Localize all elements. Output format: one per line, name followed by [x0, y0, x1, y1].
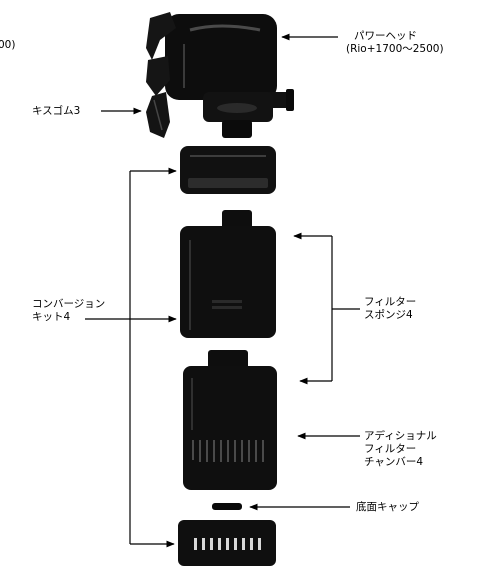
bottom-cap-label: 底面キャップ — [356, 501, 419, 513]
conversion-cap-icon — [180, 146, 276, 194]
base-intake-icon — [178, 520, 276, 566]
filter-sponge-label: フィルター スポンジ4 — [364, 296, 416, 322]
power-head-icon — [146, 12, 294, 138]
suction-cup-label: キスゴム3 — [32, 105, 81, 117]
additional-chamber-label-line2: フィルター — [364, 443, 417, 455]
bottom-cap-icon — [212, 503, 242, 510]
suction-cup-icon — [146, 92, 170, 138]
conversion-kit-bracket — [85, 167, 177, 548]
filter-sponge-label-line2: スポンジ4 — [364, 309, 413, 321]
filter-sponge-bracket — [293, 232, 360, 385]
additional-chamber-label: アディショナル フィルター チャンバー4 — [364, 430, 437, 469]
filter-sponge-icon — [180, 210, 276, 338]
power-head-label: パワーヘッド (Rio+1700〜2500) — [346, 30, 444, 56]
filter-sponge-label-line1: フィルター — [364, 296, 417, 308]
conversion-kit-label-line1: コンバージョン — [32, 298, 106, 310]
conversion-kit-label: コンバージョン キット4 — [32, 298, 105, 324]
filter-chamber-icon — [183, 350, 277, 490]
power-head-label-line2: (Rio+1700〜2500) — [346, 43, 444, 55]
conversion-kit-label-line2: キット4 — [32, 311, 71, 323]
additional-chamber-label-line1: アディショナル — [364, 430, 437, 442]
additional-chamber-label-line3: チャンバー4 — [364, 456, 424, 468]
power-head-label-line1: パワーヘッド — [354, 30, 417, 42]
edge-fragment-label: 00) — [0, 39, 16, 51]
